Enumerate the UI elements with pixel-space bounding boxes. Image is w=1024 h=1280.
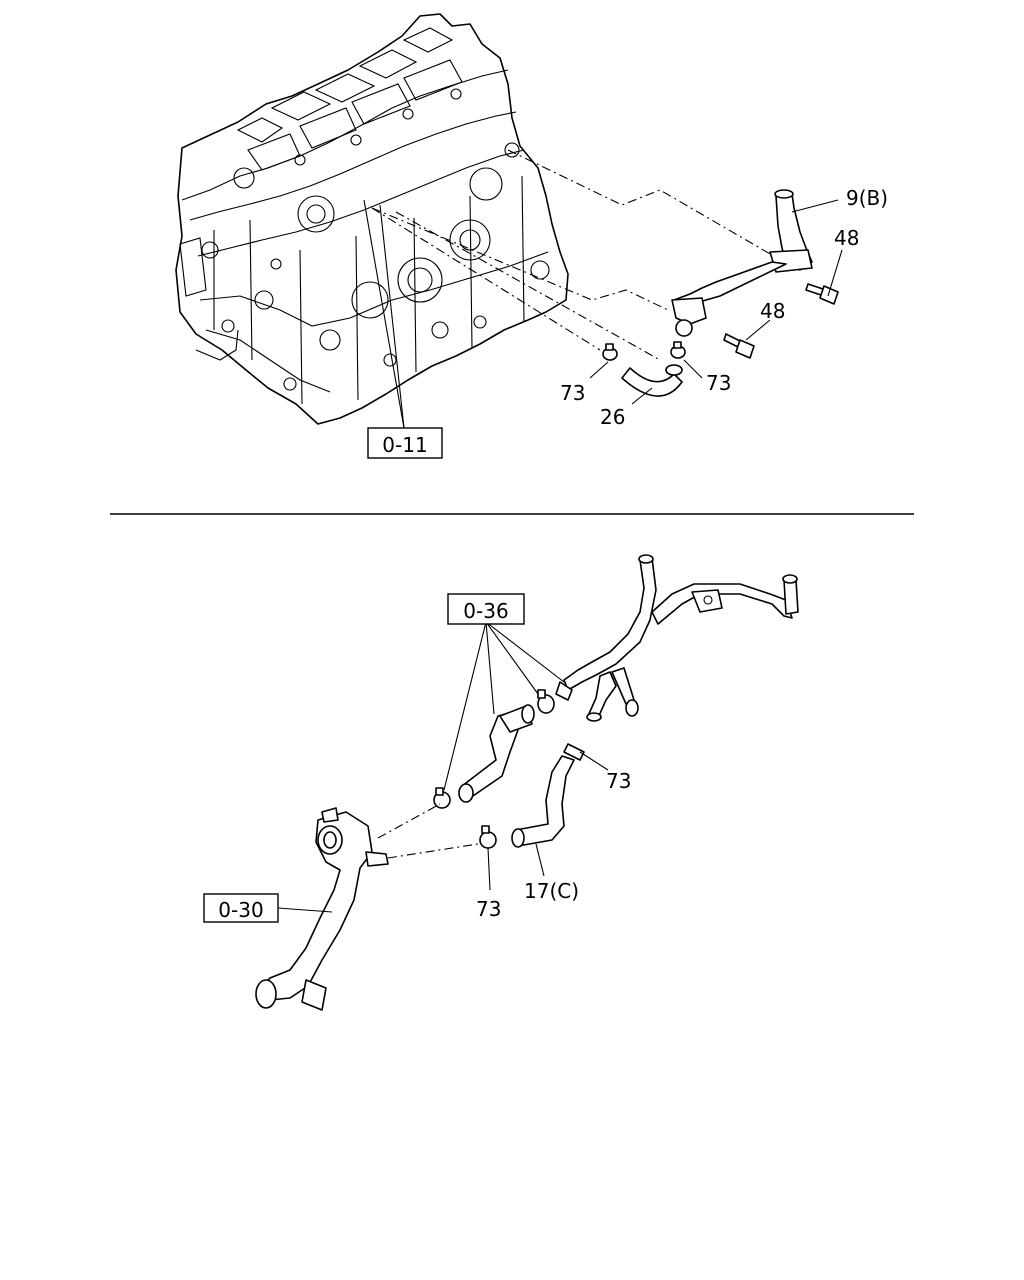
ref-0-11-label: 0-11 [382,433,427,457]
bolt-48-upper [805,283,839,305]
ref-0-36-label: 0-36 [463,599,508,623]
part-label-9b: 9(B) [846,186,888,210]
hose-26 [621,364,683,397]
clamp-73-top-right [670,341,686,359]
part-label-17c: 17(C) [524,879,579,903]
ref-0-11-box [367,427,443,459]
clamp-73-right [563,743,585,761]
water-pipe-9b [671,189,813,337]
ref-0-11-leaders [363,199,405,429]
ref-0-36-leaders [443,621,565,791]
ref-0-36-box [447,593,525,625]
part-label-26: 26 [600,405,625,429]
engine-block [175,13,569,425]
top-leader-lines [589,199,843,405]
alignment-lines-top [371,149,785,361]
upper-hose [458,704,535,803]
outlet-pipe-0-30 [255,807,389,1011]
hose-17c [511,755,575,848]
part-label-73-bottom-right: 73 [606,769,631,793]
bolt-48-lower [723,333,755,359]
ref-0-30-box [203,893,279,923]
clamp-73-upper-hose [433,787,451,809]
clamp-73-lower [479,825,497,849]
part-label-73-left: 73 [560,381,585,405]
bottom-leader-lines [277,751,609,913]
part-label-73-right: 73 [706,371,731,395]
water-pipe-assembly [555,554,799,722]
part-label-48-lower: 48 [760,299,785,323]
clamp-73-top-left [602,343,618,361]
clamp-73-pipe-end [537,689,555,714]
part-label-73-bottom: 73 [476,897,501,921]
ref-0-30-label: 0-30 [218,898,263,922]
part-label-48-upper: 48 [834,226,859,250]
alignment-lines-bottom [377,803,479,859]
